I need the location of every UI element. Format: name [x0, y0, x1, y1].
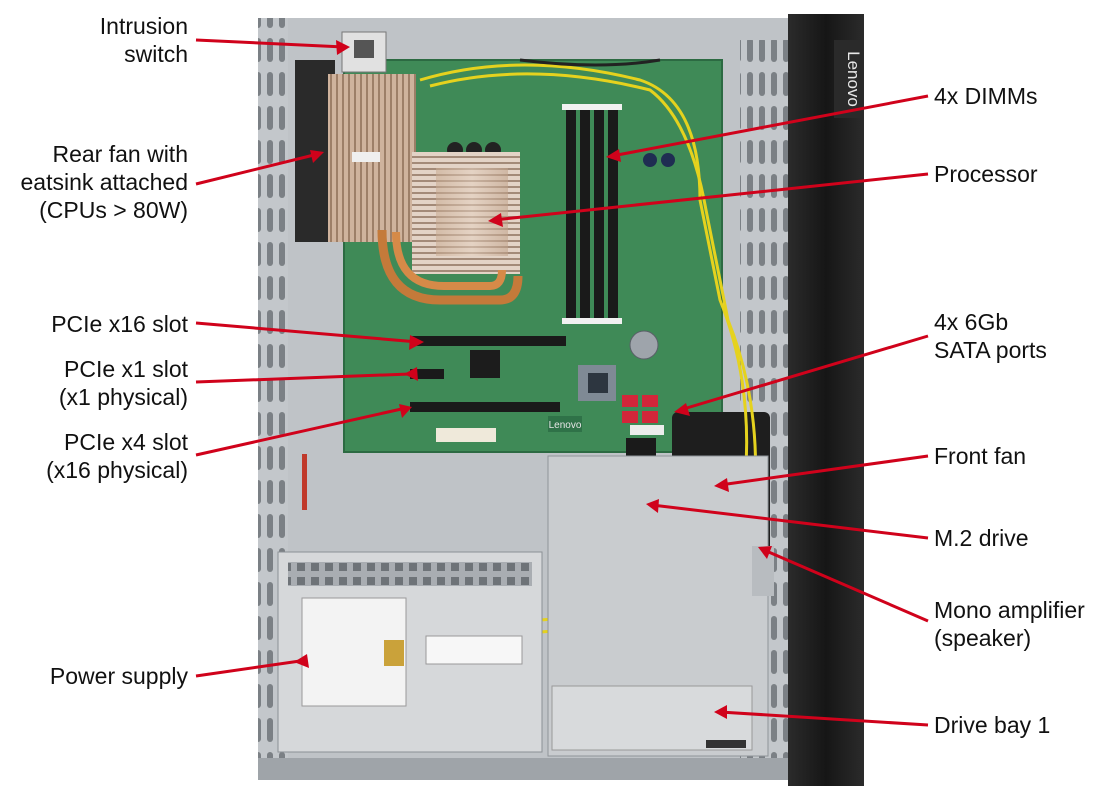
label-pcie-x4-slot: PCIe x4 slot (x16 physical)	[46, 429, 188, 483]
front-bezel: Lenovo	[788, 14, 864, 786]
label-mono-amplifier: Mono amplifier (speaker)	[934, 597, 1085, 651]
label-processor: Processor	[934, 161, 1038, 187]
label-m2-drive: M.2 drive	[934, 525, 1029, 551]
motherboard: Lenovo	[343, 59, 723, 453]
arrow-power-supply	[195, 659, 301, 678]
power-supply	[277, 551, 543, 753]
arrow-front-fan	[719, 454, 929, 487]
label-pcie-x16-slot: PCIe x16 slot	[51, 311, 188, 337]
pcie-x4-slot	[410, 402, 560, 412]
label-pcie-x1-slot: PCIe x1 slot (x1 physical)	[58, 356, 188, 410]
label-front-fan: Front fan	[934, 443, 1027, 469]
sata-ports	[622, 395, 658, 423]
dimm-slots	[562, 104, 622, 324]
pcie-x16-slot	[410, 336, 566, 346]
pcie-x1-slot	[410, 369, 444, 379]
arrow-rear-fan	[195, 152, 319, 186]
drive-bay-1	[551, 685, 753, 751]
arrow-pcie-x4	[195, 406, 407, 457]
bezel-logo: Lenovo	[844, 51, 863, 107]
label-dimms: 4x DIMMs	[934, 83, 1038, 109]
arrow-pcie-x16	[195, 321, 419, 344]
arrow-heads	[294, 40, 772, 719]
arrow-processor	[493, 172, 929, 222]
arrow-mono-amp	[763, 548, 929, 623]
label-rear-fan: Rear fan with eatsink attached (CPUs > 8…	[20, 141, 188, 223]
callout-arrows	[195, 38, 929, 727]
arrow-sata	[679, 334, 929, 412]
label-sata-ports: 4x 6Gb SATA ports	[934, 309, 1047, 363]
cmos-battery	[629, 330, 659, 360]
arrow-m2	[651, 503, 929, 540]
arrow-drive-bay	[719, 710, 929, 727]
arrow-pcie-x1	[195, 372, 411, 384]
board-logo: Lenovo	[549, 420, 582, 431]
label-power-supply: Power supply	[49, 663, 188, 689]
mono-amplifier	[752, 546, 774, 596]
arrow-intrusion	[195, 38, 345, 49]
rear-fan-heatsink	[295, 60, 523, 305]
label-intrusion-switch: Intrusion switch	[99, 13, 188, 67]
chipset-chip	[470, 350, 500, 378]
label-drive-bay-1: Drive bay 1	[934, 712, 1051, 738]
arrow-dimms	[611, 94, 929, 158]
